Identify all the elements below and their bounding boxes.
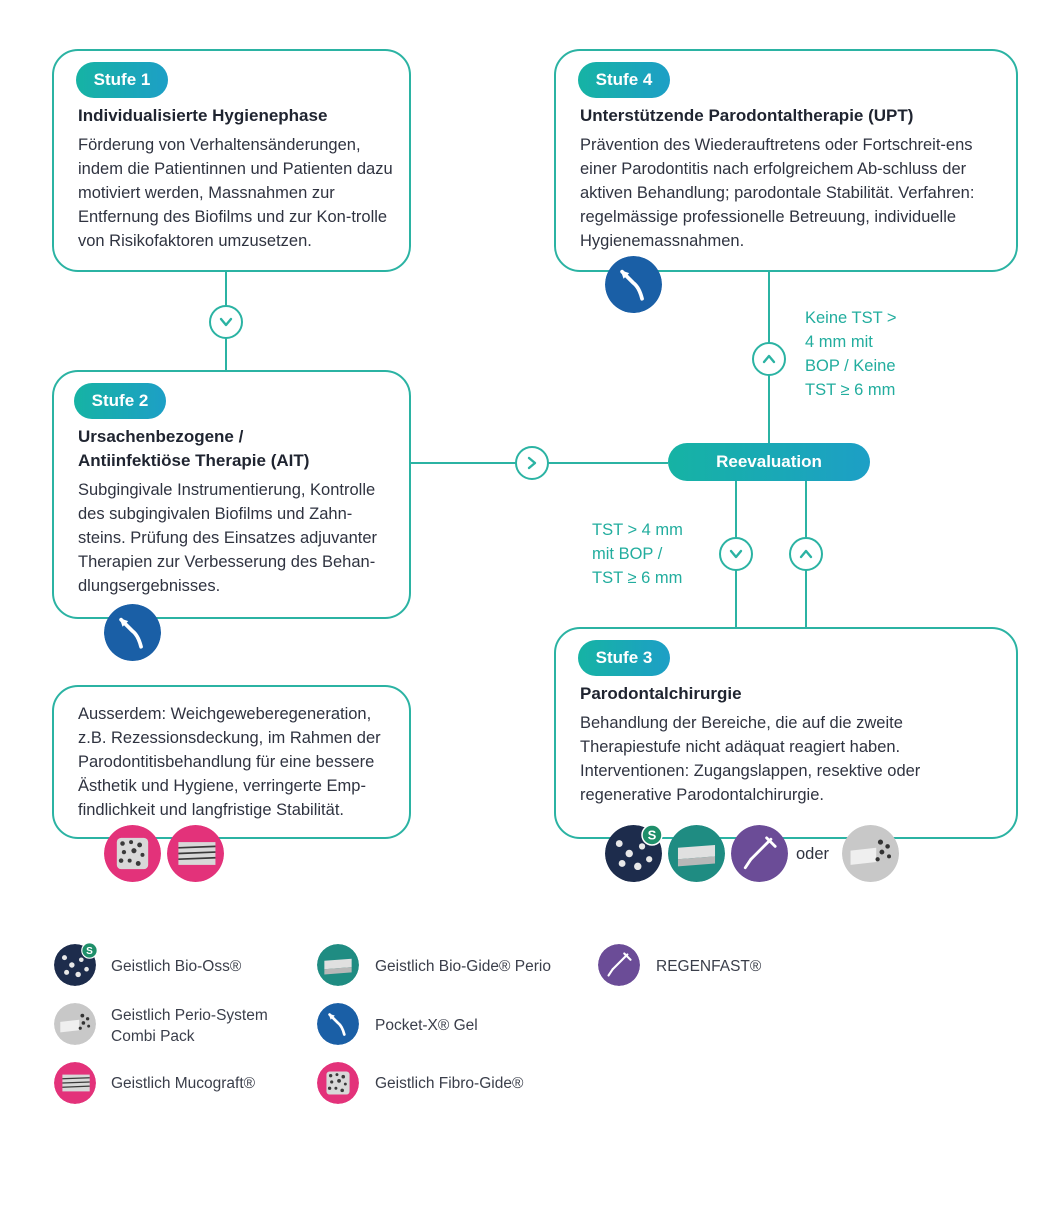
- legend-label-line: Geistlich Perio-System: [111, 1007, 268, 1024]
- stufe-2-badge: Stufe 2: [74, 383, 166, 419]
- legend-label: REGENFAST®: [656, 958, 762, 975]
- stufe-4-badge: Stufe 4: [578, 62, 670, 98]
- legend-label: Geistlich Bio-Oss®: [111, 958, 242, 975]
- stufe-1-text: Förderung von Verhaltensänderungen, inde…: [78, 136, 393, 250]
- stufe-1-badge: Stufe 1: [76, 62, 168, 98]
- stufe-3-badge: Stufe 3: [578, 640, 670, 676]
- condition-line: BOP / Keine: [805, 357, 896, 375]
- legend-label: Geistlich Fibro-Gide®: [375, 1075, 524, 1092]
- stufe-3-card: Stufe 3 Parodontalchirurgie Behandlung d…: [554, 627, 1018, 839]
- stufe-4-text: Prävention des Wiederauftretens oder For…: [580, 136, 975, 250]
- perio-system-icon: [842, 825, 899, 882]
- condition-line: mit BOP /: [592, 545, 663, 563]
- stufe-2-title-line-1: Ursachenbezogene /: [78, 427, 244, 446]
- s-badge-icon: S: [81, 942, 98, 959]
- legend-label-line: Combi Pack: [111, 1028, 195, 1045]
- mucograft-icon: [167, 825, 224, 882]
- regenfast-icon: [598, 944, 640, 986]
- condition-line: TST > 4 mm: [592, 521, 683, 539]
- bio-gide-perio-icon: [668, 825, 725, 882]
- oder-label: oder: [796, 845, 830, 863]
- condition-line: Keine TST >: [805, 309, 897, 327]
- condition-line: 4 mm mit: [805, 333, 873, 351]
- stufe-2-card: Stufe 2 Ursachenbezogene / Antiinfektiös…: [52, 370, 411, 619]
- extra-card: Ausserdem: Weichgeweberegeneration, z.B.…: [52, 685, 411, 839]
- stufe-4-card: Stufe 4 Unterstützende Parodontaltherapi…: [554, 49, 1018, 272]
- stufe-3-text: Behandlung der Bereiche, die auf die zwe…: [580, 714, 921, 804]
- pocket-x-icon: [605, 256, 662, 313]
- arrow-right-icon: [515, 446, 549, 480]
- stufe-2-title-line-2: Antiinfektiöse Therapie (AIT): [78, 451, 310, 470]
- arrow-up-icon: [752, 342, 786, 376]
- s-badge-letter: S: [86, 946, 93, 957]
- stufe-2-text: Subgingivale Instrumentierung, Kontrolle…: [78, 481, 378, 595]
- s-badge-letter: S: [648, 828, 657, 843]
- perio-system-icon: [54, 1003, 96, 1045]
- condition-line: TST ≥ 6 mm: [805, 381, 896, 399]
- bio-gide-perio-icon: [317, 944, 359, 986]
- fibro-gide-icon: [104, 825, 161, 882]
- legend-label: Geistlich Bio-Gide® Perio: [375, 958, 551, 975]
- stufe-3-title: Parodontalchirurgie: [580, 684, 742, 703]
- reevaluation-pill: Reevaluation: [668, 443, 870, 481]
- condition-to-stufe-4: Keine TST > 4 mm mit BOP / Keine TST ≥ 6…: [805, 306, 897, 402]
- pocket-x-icon: [317, 1003, 359, 1045]
- legend-label: Geistlich Perio-System Combi Pack: [111, 1005, 268, 1047]
- stufe-1-title: Individualisierte Hygienephase: [78, 106, 328, 125]
- arrow-down-icon: [719, 537, 753, 571]
- mucograft-icon: [54, 1062, 96, 1104]
- condition-to-stufe-3: TST > 4 mm mit BOP / TST ≥ 6 mm: [592, 518, 683, 590]
- stufe-4-title: Unterstützende Parodontaltherapie (UPT): [580, 106, 914, 125]
- stufe-1-card: Stufe 1 Individualisierte Hygienephase F…: [52, 49, 411, 272]
- legend-label: Geistlich Mucograft®: [111, 1075, 256, 1092]
- pocket-x-icon: [104, 604, 161, 661]
- extra-text: Ausserdem: Weichgeweberegeneration, z.B.…: [78, 705, 381, 819]
- arrow-down-icon: [209, 305, 243, 339]
- s-badge-icon: S: [641, 824, 663, 846]
- arrow-up-icon: [789, 537, 823, 571]
- fibro-gide-icon: [317, 1062, 359, 1104]
- regenfast-icon: [731, 825, 788, 882]
- condition-line: TST ≥ 6 mm: [592, 569, 683, 587]
- legend-label: Pocket-X® Gel: [375, 1017, 478, 1034]
